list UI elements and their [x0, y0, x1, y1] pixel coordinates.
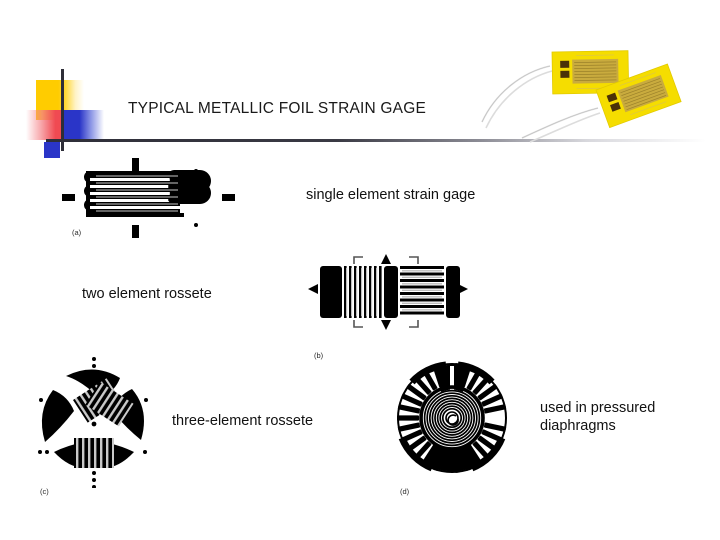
decoration-vertical-line [61, 69, 64, 151]
strain-gage-photograph [478, 46, 710, 146]
decoration-blue-small-square [44, 142, 60, 158]
figure-caption-c: (c) [40, 487, 49, 496]
label-two-element-rosette: two element rossete [82, 286, 212, 302]
diaphragm-rosette-diagram [392, 360, 512, 482]
label-three-element-rosette: three-element rossete [172, 413, 314, 429]
two-element-rosette-diagram [308, 252, 468, 332]
figure-caption-d: (d) [400, 487, 410, 496]
page-title: TYPICAL METALLIC FOIL STRAIN GAGE [128, 100, 427, 117]
three-element-rosette-diagram [36, 356, 156, 488]
figure-caption-a: (a) [72, 228, 82, 237]
title-underline-rule [46, 139, 706, 142]
label-single-element-strain-gage: single element strain gage [306, 187, 476, 203]
decoration-blue-square [62, 110, 104, 142]
figure-caption-b: (b) [314, 351, 324, 360]
label-pressured-diaphragms: used in pressured diaphragms [540, 400, 656, 435]
single-element-strain-gage-diagram [62, 158, 237, 238]
